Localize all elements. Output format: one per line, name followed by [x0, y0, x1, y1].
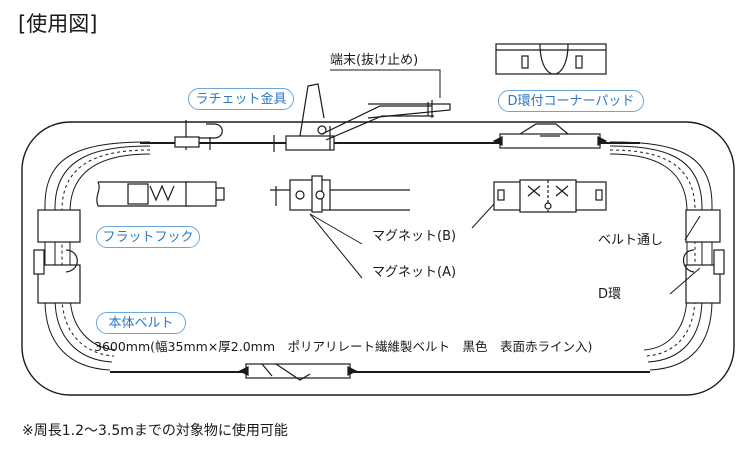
belt-left-curve [44, 141, 151, 371]
object-outline [21, 121, 735, 396]
label-body-belt: 本体ベルト [96, 312, 186, 334]
label-end-stopper: 端末(抜け止め) [330, 53, 419, 68]
page-title: [使用図] [18, 12, 98, 36]
leader-lines [230, 69, 701, 295]
right-corner-pad [682, 209, 725, 304]
flat-hook-top [174, 120, 223, 150]
d-ring-pad-detail [495, 43, 607, 75]
ratchet-bottom [238, 363, 358, 381]
label-d-ring: D環 [598, 287, 622, 302]
d-ring-corner-pad-top [492, 123, 608, 149]
label-flat-hook: フラットフック [96, 226, 200, 248]
flat-hook-detail [96, 181, 225, 207]
left-corner-pad [33, 209, 81, 304]
ratchet-top [273, 83, 434, 152]
label-ratchet: ラチェット金具 [188, 88, 294, 110]
end-stopper [367, 100, 451, 119]
label-d-ring-pad: D環付コーナーパッド [498, 90, 644, 112]
label-magnet-b: マグネット(B) [372, 229, 457, 244]
magnet-b-detail [493, 179, 607, 213]
footer-note: ※周長1.2～3.5mまでの対象物に使用可能 [22, 423, 288, 439]
belt-spec: 3600mm(幅35mm×厚2.0mm ポリアリレート繊維製ベルト 黒色 表面赤… [94, 339, 593, 354]
belt-right-curve [609, 141, 713, 371]
label-belt-loop: ベルト通し [598, 233, 664, 248]
label-magnet-a: マグネット(A) [372, 265, 457, 280]
ratchet-detail [270, 175, 410, 213]
